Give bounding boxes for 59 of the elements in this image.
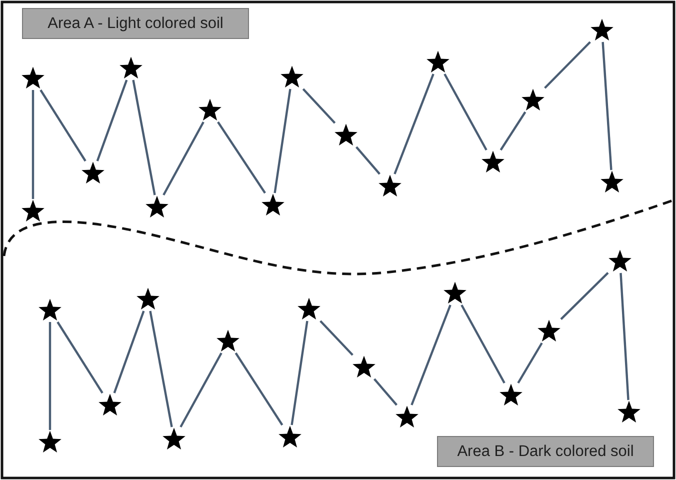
connector-line [560,272,609,320]
star-icon [162,427,186,451]
star-icon [216,329,240,353]
star-icon [119,56,143,80]
connector-line [302,88,336,124]
star-icon [21,66,45,90]
connector-line [180,352,222,428]
connector-line [444,73,488,151]
star-icon [38,298,62,322]
connector-line [373,378,398,406]
area-label: Area A - Light colored soil [22,8,249,39]
connector-line [517,342,543,384]
area-label: Area B - Dark colored soil [437,436,654,467]
star-icon [499,383,523,407]
connector-line [274,88,292,194]
star-icon [21,199,45,223]
connector-line [460,304,506,384]
connector-line [162,121,204,196]
connector-line [394,74,434,174]
star-icon [38,430,62,454]
star-icon [521,88,545,112]
star-icon [395,405,419,429]
star-icon [334,123,358,147]
star-icon [426,50,450,74]
star-icon [81,161,105,185]
connector-line [500,111,526,151]
connector-line [602,42,612,170]
connector-line [234,352,284,426]
connector-line [620,272,630,400]
connector-line [217,121,266,194]
connector-line [48,322,52,430]
connector-line [356,146,380,175]
connector-line [132,80,156,196]
star-icon [145,195,169,219]
star-icon [378,174,402,198]
star-icon [481,150,505,174]
star-icon [352,355,376,379]
connector-line [40,89,86,162]
star-icon [590,18,614,42]
star-icon [278,425,302,449]
star-icon [280,65,304,89]
star-icon [600,170,624,194]
connector-line [96,80,128,162]
star-icon [136,287,160,311]
connector-line [32,90,34,199]
star-icon [98,393,122,417]
star-icon [297,297,321,321]
connector-line [290,320,308,426]
star-icon [261,193,285,217]
star-icon [537,319,561,343]
connector-line [544,41,591,89]
star-icon [198,98,222,122]
connector-line [113,310,145,394]
star-icon [443,281,467,305]
connector-line [410,304,452,406]
star-icon [608,249,632,273]
star-icon [617,400,641,424]
connector-line [56,321,104,394]
connector-line [149,310,173,428]
